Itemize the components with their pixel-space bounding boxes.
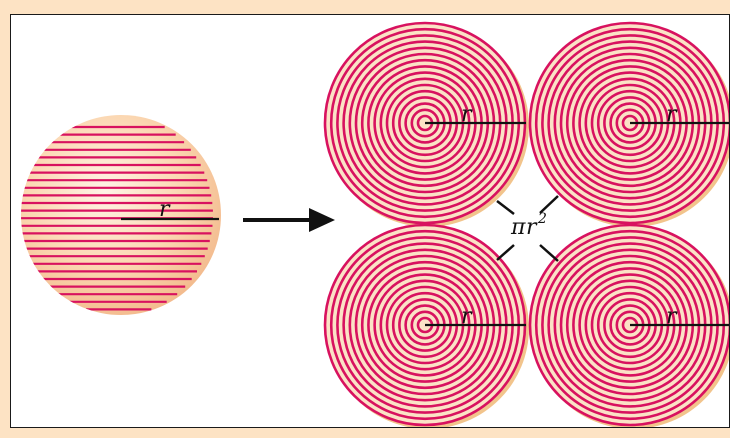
disk-radius-label: r <box>461 304 473 329</box>
disk: r <box>323 21 529 227</box>
disk: r <box>528 223 729 427</box>
disk-radius-label: r <box>666 304 678 329</box>
area-r-symbol: r <box>526 215 538 240</box>
disk-ring <box>528 223 729 427</box>
disks-group: r r r r <box>323 21 729 427</box>
arrow-head <box>309 208 335 232</box>
sphere-body <box>21 115 221 315</box>
disk-ring <box>528 21 729 225</box>
sphere-wrapping-stripes <box>21 125 213 311</box>
sphere-radius-label: r <box>159 197 171 222</box>
sphere-to-disks-diagram: r r r r r π r 2 <box>21 21 729 427</box>
diagram-panel: r r r r r π r 2 <box>10 14 730 428</box>
disk: r <box>323 223 529 427</box>
area-pi-symbol: π <box>510 215 526 240</box>
sphere: r <box>21 115 221 315</box>
divider-line-bottom-right <box>539 244 559 262</box>
divider-line-bottom-left <box>496 244 515 261</box>
right-arrow <box>243 208 335 232</box>
disk-radius-label: r <box>461 102 473 127</box>
disk-body <box>529 224 729 426</box>
disk: r <box>528 21 729 227</box>
disk-radius-label: r <box>666 102 678 127</box>
area-label-group: π r 2 <box>496 195 559 262</box>
area-exponent: 2 <box>537 211 547 227</box>
divider-line-top-left <box>496 200 515 215</box>
disk-body <box>529 22 729 224</box>
divider-line-top-right <box>539 195 559 214</box>
